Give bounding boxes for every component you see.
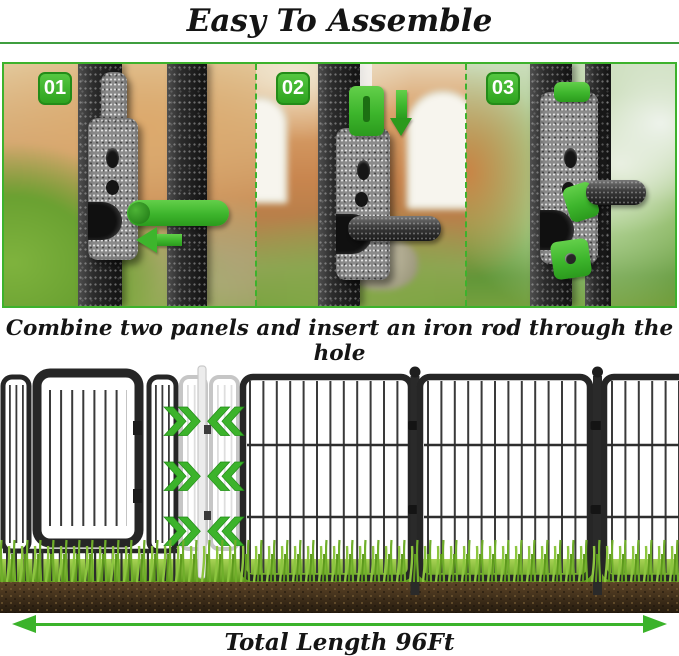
assembly-steps-photo: 01 02 [2, 62, 677, 308]
rod-connector-highlighted [349, 86, 384, 136]
connector-bracket [336, 128, 390, 280]
iron-rod [348, 216, 441, 241]
step-badge-2: 02 [276, 72, 310, 105]
locked-tab-top-highlighted [554, 82, 590, 102]
step-panel-1: 01 [4, 64, 256, 306]
ball-cap [592, 366, 603, 378]
panel-divider-dashed [255, 64, 257, 306]
bracket-slot-hole [357, 160, 370, 180]
bracket-round-hole [355, 192, 368, 207]
panel-divider-dashed [465, 64, 467, 306]
fence-illustration [0, 365, 679, 613]
arched-window [406, 90, 466, 210]
screw [564, 252, 577, 265]
step-badge-3: 03 [486, 72, 520, 105]
ball-cap [409, 366, 421, 378]
connector-bracket [540, 92, 598, 264]
arrow-left-head-icon [12, 615, 36, 633]
fence-post [167, 64, 207, 306]
instruction-caption: Combine two panels and insert an iron ro… [5, 316, 674, 366]
step-panel-2: 02 [256, 64, 466, 306]
bracket-slot-hole [106, 148, 119, 168]
connector-bracket [88, 118, 138, 260]
arrow-down-icon [390, 90, 413, 136]
double-headed-arrow-icon [26, 623, 653, 626]
bracket-slot-hole [564, 148, 577, 168]
double-chevron-right-icon [163, 461, 201, 491]
step-panel-3: 03 [466, 64, 675, 306]
double-chevron-left-icon [207, 461, 245, 491]
double-chevron-left-icon [207, 406, 245, 436]
bracket-round-hole [106, 180, 119, 195]
step-badge-1: 01 [38, 72, 72, 105]
total-length-label: Total Length 96Ft [224, 629, 455, 656]
connector-tab [101, 72, 127, 126]
arched-window [256, 96, 288, 204]
connector-slot [363, 96, 370, 122]
double-chevron-right-icon [163, 406, 201, 436]
iron-rod-inserted [586, 180, 646, 205]
grass-blades [0, 534, 679, 582]
arrow-left-icon [136, 227, 182, 253]
gate-panel [32, 368, 144, 548]
locked-tab-bottom-highlighted [549, 237, 593, 281]
header-divider-line [0, 42, 679, 44]
iron-rod-highlighted [127, 200, 229, 226]
rod-end [128, 202, 150, 224]
arrow-right-head-icon [643, 615, 667, 633]
bracket-notch [88, 202, 122, 240]
soil [0, 582, 679, 613]
page-title: Easy To Assemble [186, 3, 493, 39]
